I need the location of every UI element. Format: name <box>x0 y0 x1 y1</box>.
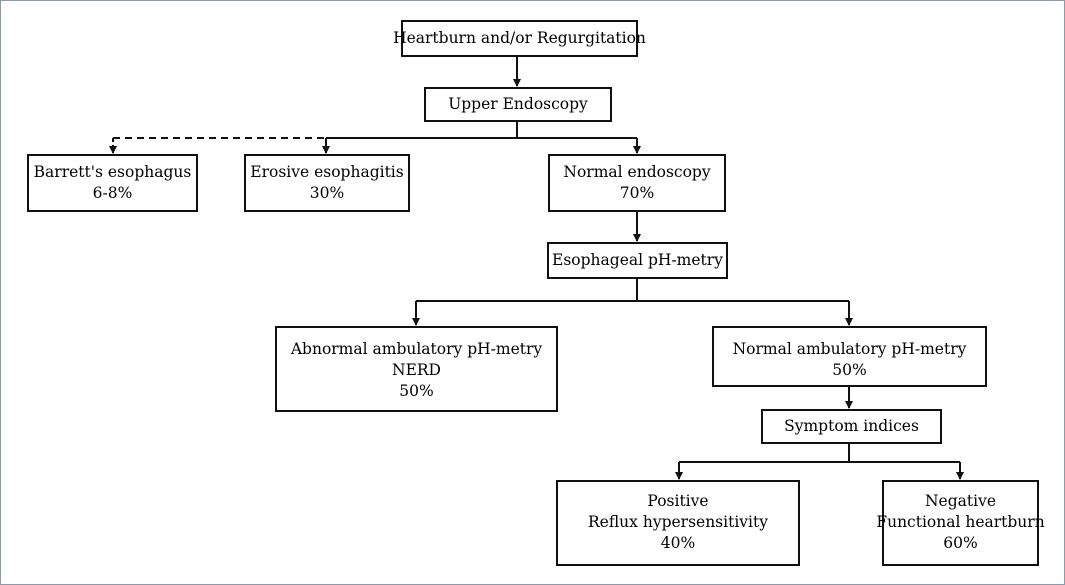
node-heartburn-label: Heartburn and/or Regurgitation <box>393 29 646 47</box>
node-upper-endoscopy: Upper Endoscopy <box>424 87 612 122</box>
node-positive: Positive Reflux hypersensitivity 40% <box>556 480 800 566</box>
node-abnormal-ph-percent: 50% <box>399 382 434 400</box>
node-positive-title: Positive <box>647 492 709 510</box>
node-symptom-indices: Symptom indices <box>761 409 942 444</box>
node-negative: Negative Functional heartburn 60% <box>876 480 1045 566</box>
node-upper-endoscopy-label: Upper Endoscopy <box>448 95 588 113</box>
node-symptom-indices-label: Symptom indices <box>784 417 919 435</box>
node-abnormal-ph: Abnormal ambulatory pH-metry NERD 50% <box>275 326 558 412</box>
node-positive-subtitle: Reflux hypersensitivity <box>588 513 768 531</box>
node-abnormal-ph-subtitle: NERD <box>392 361 441 379</box>
node-normal-endoscopy-percent: 70% <box>619 184 655 202</box>
node-positive-percent: 40% <box>660 534 696 552</box>
node-erosive: Erosive esophagitis 30% <box>244 154 410 212</box>
node-normal-ph-percent: 50% <box>832 361 867 379</box>
node-negative-percent: 60% <box>943 534 978 552</box>
node-normal-endoscopy: Normal endoscopy 70% <box>548 154 726 212</box>
node-normal-ph: Normal ambulatory pH-metry 50% <box>712 326 987 387</box>
node-erosive-title: Erosive esophagitis <box>250 163 404 181</box>
node-barretts-title: Barrett's esophagus <box>33 163 192 181</box>
node-negative-subtitle: Functional heartburn <box>876 513 1045 531</box>
node-normal-endoscopy-title: Normal endoscopy <box>563 163 711 181</box>
node-erosive-percent: 30% <box>309 184 345 202</box>
node-barretts-percent: 6-8% <box>92 184 133 202</box>
node-abnormal-ph-title: Abnormal ambulatory pH-metry <box>290 340 543 358</box>
node-ph-metry: Esophageal pH-metry <box>547 242 728 279</box>
node-barretts: Barrett's esophagus 6-8% <box>27 154 198 212</box>
node-normal-ph-title: Normal ambulatory pH-metry <box>732 340 967 358</box>
node-heartburn: Heartburn and/or Regurgitation <box>393 20 646 57</box>
node-negative-title: Negative <box>924 492 996 510</box>
node-ph-metry-label: Esophageal pH-metry <box>552 251 723 269</box>
